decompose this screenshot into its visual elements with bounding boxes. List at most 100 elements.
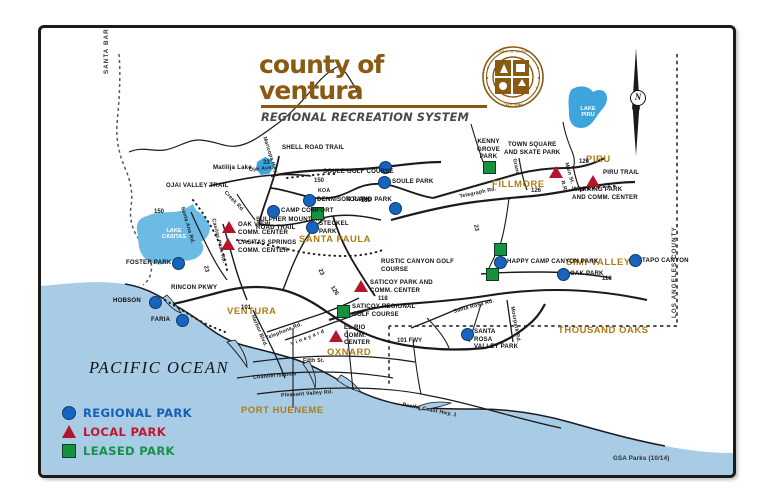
symbol-camp-comfort[interactable] xyxy=(267,205,280,218)
santa-rosa-line2: ROSA xyxy=(474,335,493,343)
map-canvas xyxy=(41,28,733,475)
map-card: county of ventura REGIONAL RECREATION SY… xyxy=(38,25,736,478)
symbol-hobson[interactable] xyxy=(149,296,162,309)
symbol-oak-park[interactable] xyxy=(557,268,570,281)
label-hobson: HOBSON xyxy=(113,297,141,304)
symbol-faria[interactable] xyxy=(176,314,189,327)
river-sespe xyxy=(128,65,340,153)
lake-casitas-line1: LAKE xyxy=(166,228,182,234)
hwy-118 xyxy=(328,288,648,321)
symbol-soule-park[interactable] xyxy=(378,176,391,189)
symbol-saticoy-park-comm-center[interactable] xyxy=(354,280,368,292)
symbol-rustic-canyon-golf-course[interactable] xyxy=(494,243,507,256)
legend-item-regional-park: REGIONAL PARK xyxy=(59,404,192,421)
oak-view-line1: OAK VIEW xyxy=(238,221,271,228)
label-city-piru: PIRU xyxy=(586,153,611,164)
kenny-line2: GROVE xyxy=(477,145,501,153)
symbol-casitas-springs-comm-center[interactable] xyxy=(221,238,235,250)
symbol-kenny-grove-park[interactable] xyxy=(483,161,496,174)
lake-piru-line1: LAKE xyxy=(580,106,596,112)
soule-park-line1: SOULE PARK xyxy=(392,178,434,185)
santa-ana-rd xyxy=(190,211,228,281)
casitas-springs-line2: COMM. CENTER xyxy=(238,246,289,254)
grand-ave xyxy=(518,157,528,191)
label-rustic-canyon-golf-course: RUSTIC CANYON GOLF COURSE xyxy=(381,258,454,273)
label-city-oxnard: OXNARD xyxy=(327,346,372,357)
symbol-steckel-park-leased[interactable] xyxy=(311,207,324,220)
oxnard-vert-b xyxy=(346,329,354,391)
map-legend: REGIONAL PARK LOCAL PARK LEASED PARK xyxy=(59,404,192,461)
north-label: N xyxy=(630,90,646,106)
symbol-dennison-park[interactable] xyxy=(303,194,316,207)
label-town-square-skate-park: TOWN SQUARE AND SKATE PARK xyxy=(504,141,560,156)
label-koa: KOA xyxy=(318,188,331,194)
label-saticoy-regional-golf-course: SATICOY REGIONAL GOLF COURSE xyxy=(352,303,416,318)
label-steckel-park: STECKEL PARK xyxy=(319,220,349,235)
symbol-happy-camp-canyon-park[interactable] xyxy=(494,256,507,269)
casitas-springs-line1: CASITAS SPRINGS xyxy=(238,239,297,246)
fifth-st xyxy=(252,355,416,363)
route-shield-126-a: 126 xyxy=(531,188,542,194)
symbol-happy-camp-leased[interactable] xyxy=(486,268,499,281)
symbol-town-square-skate-park[interactable] xyxy=(549,166,563,178)
rustic-line1: RUSTIC CANYON GOLF xyxy=(381,258,454,265)
route-shield-150-b: 150 xyxy=(314,178,325,184)
label-dennison-park: DENNISON PARK xyxy=(317,196,371,203)
label-shell-road-trail: SHELL ROAD TRAIL xyxy=(282,144,345,151)
symbol-foster-park[interactable] xyxy=(172,257,185,270)
symbol-santa-rosa-valley-park[interactable] xyxy=(461,328,474,341)
santa-clara-river xyxy=(258,214,382,227)
symbol-warring-park-comm-center[interactable] xyxy=(586,175,600,187)
symbol-soule-golf-course[interactable] xyxy=(379,161,392,174)
label-city-ventura: VENTURA xyxy=(227,305,277,316)
label-pacific-ocean: PACIFIC OCEAN xyxy=(89,358,230,377)
hwy-150-east xyxy=(270,183,434,200)
legend-item-leased-park: LEASED PARK xyxy=(59,442,192,459)
label-matilija-lake: Matilija Lake xyxy=(213,164,252,171)
symbol-steckel-park[interactable] xyxy=(306,221,319,234)
label-santa-rosa-valley-park: SANTA ROSA VALLEY PARK xyxy=(474,328,518,351)
route-shield-118-a: 118 xyxy=(378,296,388,302)
symbol-el-rio-comm-center[interactable] xyxy=(329,330,343,342)
kenny-line3: PARK xyxy=(479,153,498,161)
route-shield-150-a: 150 xyxy=(154,209,165,215)
oak-view-line2: COMM. CENTER xyxy=(238,228,289,236)
symbol-oak-view-comm-center[interactable] xyxy=(222,221,236,233)
hwy-101-east xyxy=(484,303,546,350)
symbol-tapo-canyon[interactable] xyxy=(629,254,642,267)
channel-islands-blvd xyxy=(236,371,394,379)
label-tapo-canyon: TAPO CANYON xyxy=(642,257,689,264)
label-lake-piru: LAKE PIRU xyxy=(571,106,605,119)
rincon-pkwy-line xyxy=(164,299,226,333)
creek-rd xyxy=(236,193,256,221)
sulpher-line2: ROAD TRAIL xyxy=(256,223,296,231)
casitas-pass-rd xyxy=(222,223,248,301)
el-rio-line1: EL RIO xyxy=(344,324,366,331)
label-city-fillmore: FILLMORE xyxy=(492,178,545,189)
legend-label-local-park: LOCAL PARK xyxy=(83,424,167,439)
label-piru-trail: PIRU TRAIL xyxy=(603,169,640,176)
label-warring-park-comm-center: WARRING PARK AND COMM. CENTER xyxy=(572,186,638,201)
label-foster-park: FOSTER PARK xyxy=(126,259,172,266)
lake-casitas-line2: CASITAS xyxy=(161,234,187,241)
label-el-rio-comm-center: EL RIO COMM. CENTER xyxy=(344,324,370,347)
label-oak-park: OAK PARK xyxy=(570,270,604,277)
route-shield-118-b: 118 xyxy=(602,276,612,282)
label-casitas-springs-comm-center: CASITAS SPRINGS COMM. CENTER xyxy=(238,239,296,254)
sulpher-line1: SULPHER MOUNTAIN xyxy=(256,216,323,223)
regional-park-circle-icon xyxy=(59,405,78,420)
label-toland-park: TOLAND PARK xyxy=(346,196,392,203)
symbol-saticoy-regional-golf-course[interactable] xyxy=(337,305,350,318)
hwy-126-fillmore-piru xyxy=(390,180,636,222)
vineyard-line xyxy=(284,309,368,341)
lake-piru-line2: PIRU xyxy=(581,112,595,119)
label-faria: FARIA xyxy=(151,316,171,323)
rustic-line2: COURSE xyxy=(381,265,409,273)
ojai-ave xyxy=(208,173,312,187)
pacific-coast-hwy xyxy=(430,395,562,429)
symbol-toland-park[interactable] xyxy=(389,202,402,215)
sespe-north xyxy=(470,123,484,163)
label-fifth-st: Fifth St. xyxy=(303,358,325,364)
route-shield-126-b: 126 xyxy=(579,159,590,165)
